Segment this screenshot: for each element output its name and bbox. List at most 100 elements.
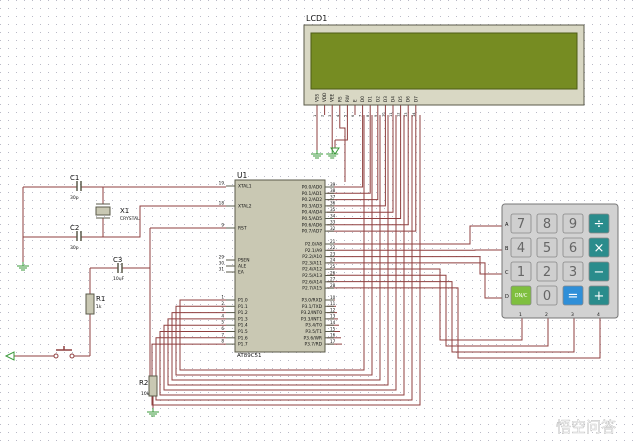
lcd-pin-label: RS (337, 96, 342, 102)
lcd-pin-number: 8 (366, 114, 370, 117)
keypad-key[interactable]: 4 (510, 237, 532, 258)
c1-value: 30p (70, 195, 79, 201)
mcu-body (234, 179, 326, 353)
wire-lcd-data (327, 115, 417, 232)
keypad-key[interactable]: 6 (562, 237, 584, 258)
keypad-key[interactable]: 7 (510, 213, 532, 234)
keypad-key-label: 2 (543, 265, 551, 280)
wire-keypad-row (327, 262, 508, 299)
keypad-key[interactable]: + (588, 285, 610, 306)
lcd-pin-number: 1 (313, 115, 317, 117)
resistor-r1[interactable]: R1 1k (85, 293, 105, 315)
keypad-key[interactable]: − (588, 261, 610, 282)
keypad-key[interactable]: 0 (536, 285, 558, 306)
power-arrow-icon (4, 351, 15, 361)
mcu-left-pin-name: ALE (238, 264, 246, 270)
mcu-pin-group: 19XTAL118XTAL29RST29PSEN30ALE31EA1P1.02P… (219, 181, 336, 348)
keypad-key-face (588, 285, 610, 306)
lcd-pin-group: VSS1VDD2VEE3RS4RW5E6D07D18D29D310D411D51… (313, 93, 418, 117)
mcu-right-pin-number: 32 (330, 226, 336, 231)
button-contact-left (53, 353, 59, 359)
mcu-right-pin-number: 21 (330, 239, 336, 244)
mcu-right-pin-name: P2.4/A12 (302, 267, 322, 273)
mcu-right-pin-name: P3.0/RXD (301, 298, 322, 304)
resistor-r2[interactable]: R2 10k (139, 375, 158, 397)
mcu-right-pin-name: P3.3/INT1 (301, 316, 322, 322)
keypad-key-label: 6 (569, 241, 577, 256)
wire-keypad-col (327, 274, 549, 347)
keypad-key-label: + (594, 289, 605, 304)
wire-keypad-row (327, 256, 508, 275)
mcu-right-pin-number: 11 (330, 301, 336, 306)
keypad-key-label: 3 (569, 265, 577, 280)
ground-group (17, 147, 340, 417)
mcu-left-pin-name: PSEN (238, 258, 250, 264)
mcu-right-pin-number: 23 (330, 251, 336, 256)
keypad-key-face (562, 237, 584, 258)
lcd-pin-number: 11 (389, 112, 393, 117)
mcu-left-pin-number: 6 (221, 326, 224, 331)
capacitor-c2[interactable]: C2 30p (70, 224, 82, 251)
watermark-chat-icon (539, 422, 549, 427)
mcu-left-pin-number: 18 (219, 201, 225, 206)
mcu-right-pin-name: P2.5/A13 (302, 273, 322, 279)
mcu-left-pin-name: P1.2 (238, 310, 248, 316)
ground-icon (147, 408, 159, 417)
mcu-left-pin-name: P1.7 (238, 342, 248, 348)
lcd-pin-number: 9 (374, 114, 378, 117)
push-button[interactable] (53, 346, 75, 359)
keypad-key-label: 7 (517, 217, 525, 232)
keypad-row-label: B (505, 246, 509, 252)
lcd-module[interactable]: LCD1 LM016L VSS1VDD2VEE3RS4RW5E6D07D18D2… (303, 14, 585, 117)
keypad-key[interactable]: 2 (536, 261, 558, 282)
crystal-x1[interactable]: X1 CRYSTAL (95, 203, 140, 222)
keypad-key-face (510, 213, 532, 234)
keypad-key[interactable]: 5 (536, 237, 558, 258)
mcu-right-pin-number: 39 (330, 182, 336, 187)
keypad-row-label: A (505, 222, 509, 228)
wire-lcd-data (327, 115, 379, 201)
keypad-key[interactable]: 3 (562, 261, 584, 282)
mcu-left-pin-name: P1.1 (238, 304, 248, 310)
mcu-right-pin-number: 36 (330, 201, 336, 206)
keypad-key[interactable]: 9 (562, 213, 584, 234)
c3-value: 10uF (113, 276, 125, 282)
keypad-key[interactable]: ON/C (510, 285, 532, 306)
keypad-key[interactable]: 1 (510, 261, 532, 282)
c1-ref: C1 (70, 174, 79, 182)
mcu-right-pin-name: P2.3/A11 (302, 260, 322, 266)
x1-value: CRYSTAL (120, 216, 140, 222)
ground-icon (311, 150, 323, 159)
keypad-key-face (562, 213, 584, 234)
wire-lcd-data (327, 115, 364, 188)
mcu-chip[interactable]: U1 AT89C51 19XTAL118XTAL29RST29PSEN30ALE… (219, 171, 336, 359)
mcu-left-pin-number: 7 (221, 332, 224, 337)
wire-p1-bus (163, 115, 397, 391)
mcu-right-pin-name: P3.5/T1 (305, 329, 322, 335)
lcd-pin-label: D6 (406, 96, 411, 102)
capacitor-c3[interactable]: C3 10uF (113, 256, 125, 282)
keypad-key-label: ÷ (594, 217, 605, 232)
wire-p1-bus (171, 115, 381, 381)
x1-body (95, 206, 111, 216)
keypad-key[interactable]: = (562, 285, 584, 306)
ground-icon (17, 262, 29, 271)
keypad-key-face (510, 285, 532, 306)
keypad-key[interactable]: 8 (536, 213, 558, 234)
mcu-left-pin-name: RST (238, 226, 247, 232)
lcd-pin-number: 4 (336, 114, 340, 117)
keypad-key-face (588, 237, 610, 258)
capacitor-c1[interactable]: C1 30p (70, 174, 82, 201)
keypad-key[interactable]: ÷ (588, 213, 610, 234)
mcu-right-pin-number: 26 (330, 270, 336, 275)
mcu-left-pin-name: P1.0 (238, 298, 248, 304)
mcu-left-pin-number: 4 (221, 313, 224, 318)
mcu-right-pin-number: 15 (330, 326, 336, 331)
keypad-key[interactable]: × (588, 237, 610, 258)
keypad-key-face (510, 261, 532, 282)
lcd-pin-label: VSS (315, 93, 320, 102)
mcu-right-pin-number: 33 (330, 220, 336, 225)
mcu-right-pin-name: P0.3/AD3 (302, 203, 322, 209)
